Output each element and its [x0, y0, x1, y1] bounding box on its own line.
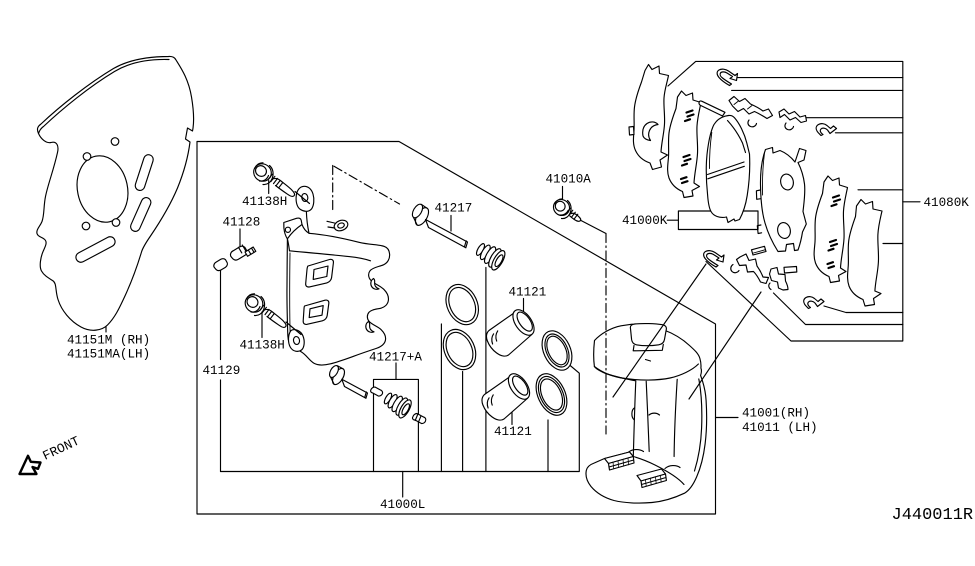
svg-text:41000L: 41000L — [380, 498, 425, 512]
svg-text:41121: 41121 — [494, 425, 532, 439]
svg-text:41000K: 41000K — [622, 214, 668, 228]
svg-text:41217+A: 41217+A — [369, 351, 422, 365]
svg-text:41129: 41129 — [203, 364, 241, 378]
svg-text:41080K: 41080K — [924, 196, 970, 210]
svg-text:41138H: 41138H — [242, 195, 287, 209]
svg-text:41138H: 41138H — [240, 338, 285, 352]
svg-text:41001(RH): 41001(RH) — [742, 407, 810, 421]
svg-text:41217: 41217 — [435, 202, 473, 216]
svg-text:41151MA(LH): 41151MA(LH) — [67, 348, 150, 362]
svg-text:41151M (RH): 41151M (RH) — [67, 334, 150, 348]
svg-text:41010A: 41010A — [546, 173, 592, 187]
svg-text:41011 (LH): 41011 (LH) — [742, 421, 818, 435]
svg-text:J440011R: J440011R — [892, 506, 974, 525]
svg-text:41128: 41128 — [223, 216, 261, 230]
svg-text:41121: 41121 — [509, 286, 547, 300]
svg-text:FRONT: FRONT — [40, 433, 82, 463]
